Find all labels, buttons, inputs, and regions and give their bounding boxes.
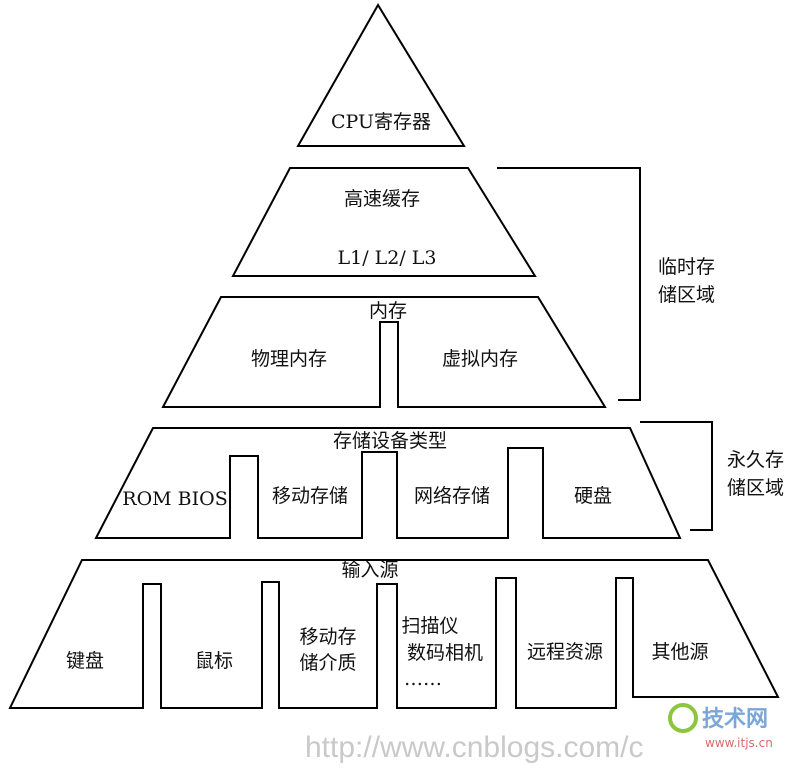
input-item-keyboard: 键盘 — [66, 650, 104, 672]
watermark-site: www.itjs.cn — [705, 736, 773, 750]
memory-title: 内存 — [369, 300, 407, 322]
input-title: 输入源 — [341, 559, 398, 581]
storage-item-rom: ROM BIOS — [122, 488, 227, 510]
bracket-temporary-line2: 储区域 — [658, 284, 715, 306]
storage-item-mobile: 移动存储 — [272, 485, 348, 507]
cpu-triangle — [296, 3, 466, 147]
memory-trapezoid — [161, 296, 607, 408]
input-trapezoid — [8, 559, 780, 709]
bracket-temporary-line1: 临时存 — [658, 256, 715, 278]
cache-title: 高速缓存 — [344, 188, 420, 210]
cache-trapezoid — [231, 167, 537, 277]
bracket-permanent-line1: 永久存 — [727, 449, 784, 471]
bracket-permanent — [640, 421, 713, 531]
input-item-removable-line2: 储介质 — [299, 652, 356, 674]
input-item-other: 其他源 — [651, 641, 708, 663]
watermark-logo-icon — [668, 703, 698, 733]
input-item-ellipsis: …… — [404, 668, 442, 690]
bracket-temporary — [497, 167, 641, 401]
bracket-permanent-line2: 储区域 — [727, 477, 784, 499]
cache-sub: L1/ L2/ L3 — [338, 247, 437, 269]
memory-physical: 物理内存 — [251, 348, 327, 370]
storage-item-network: 网络存储 — [414, 485, 490, 507]
input-item-scanner: 扫描仪 — [401, 615, 458, 637]
cpu-label: CPU寄存器 — [331, 111, 431, 133]
storage-item-harddisk: 硬盘 — [574, 485, 612, 507]
watermark-logo: 技术网 www.itjs.cn — [668, 703, 773, 750]
input-item-mouse: 鼠标 — [195, 650, 233, 672]
watermark-url: http://www.cnblogs.com/c — [305, 731, 643, 764]
input-item-remote: 远程资源 — [527, 641, 603, 663]
input-item-camera: 数码相机 — [407, 642, 483, 664]
storage-title: 存储设备类型 — [333, 430, 447, 452]
input-item-removable-line1: 移动存 — [299, 626, 356, 648]
watermark-brand: 技术网 — [702, 707, 768, 732]
memory-virtual: 虚拟内存 — [442, 348, 518, 370]
storage-trapezoid — [94, 427, 682, 539]
